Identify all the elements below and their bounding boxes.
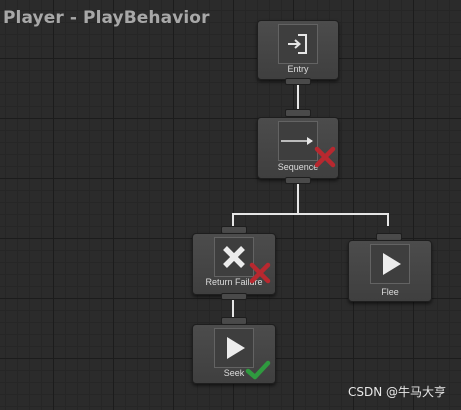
wire-branch-horizontal [232,213,389,215]
success-check-icon [245,360,271,380]
wire-entry-sequence [297,80,299,110]
play-triangle-icon [383,253,401,275]
entry-node[interactable]: Entry [257,20,339,80]
return-failure-x-icon [223,246,245,268]
seek-node[interactable]: Seek [192,324,276,384]
sequence-output-port[interactable] [285,177,311,184]
flee-label: Flee [381,287,399,297]
entry-output-port[interactable] [285,78,311,85]
wire-sequence-trunk [297,180,299,214]
failure-x-icon [249,262,271,284]
entry-label: Entry [287,64,309,74]
sequence-arrow-icon [281,137,313,145]
sequence-node[interactable]: Sequence [257,117,339,179]
watermark: CSDN @牛马大亨 [347,385,446,399]
seek-icon-box [214,328,254,368]
wire-to-return-failure [232,213,234,226]
return-failure-label: Return Failure [205,277,263,287]
failure-x-icon [314,146,336,168]
entry-icon-box [278,24,318,64]
wire-to-flee [387,213,389,226]
return-failure-icon-box [214,237,254,277]
seek-label: Seek [223,368,245,378]
sequence-icon-box [278,121,318,161]
flee-icon-box [370,244,410,284]
sequence-label: Sequence [277,162,319,172]
return-failure-output-port[interactable] [221,293,247,300]
sequence-input-port[interactable] [285,109,311,117]
graph-title: Player - PlayBehavior [3,8,210,28]
play-triangle-icon [227,337,245,359]
flee-node[interactable]: Flee [348,240,432,302]
return-failure-node[interactable]: Return Failure [192,233,276,295]
entry-arrow-icon [288,34,307,54]
wire-return-failure-seek [232,297,234,317]
